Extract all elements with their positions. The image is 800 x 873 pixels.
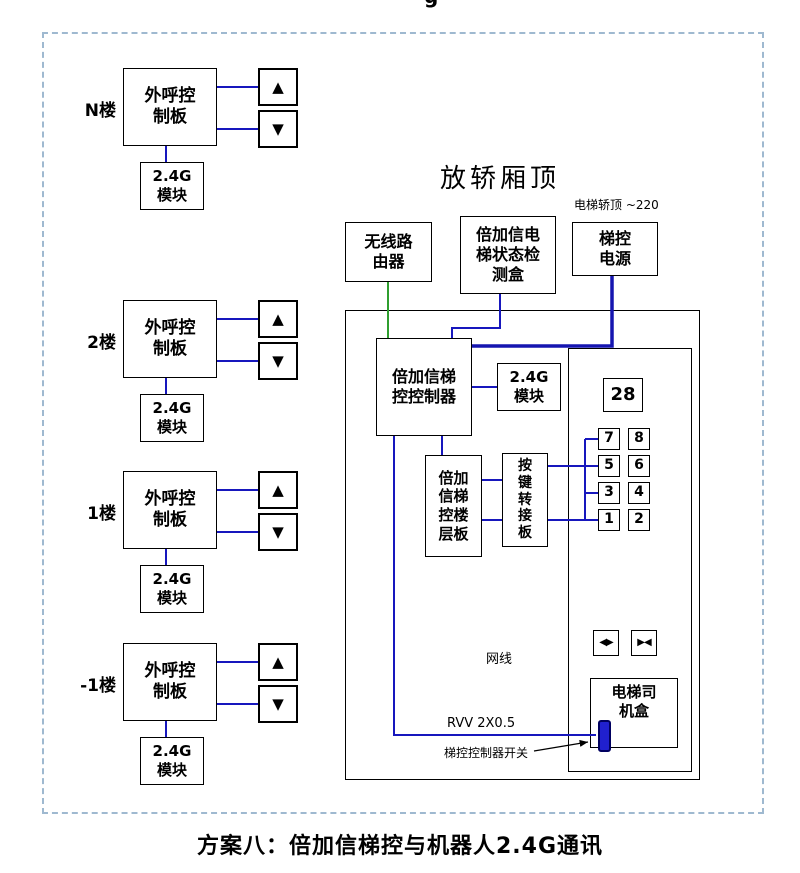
up-arrow-icon: ▲ <box>258 643 298 681</box>
floor-label-minus1: -1楼 <box>80 676 116 696</box>
controller-switch <box>598 720 611 752</box>
module-box: 2.4G 模块 <box>140 162 204 210</box>
down-arrow-icon: ▼ <box>258 513 298 551</box>
cartop-module-box: 2.4G 模块 <box>497 363 561 411</box>
wireless-router-box: 无线路 由器 <box>345 222 432 282</box>
call-board-box: 外呼控 制板 <box>123 643 217 721</box>
key-7: 7 <box>598 428 620 450</box>
key-adapter-box: 按 键 转 接 板 <box>502 453 548 547</box>
down-arrow-icon: ▼ <box>258 110 298 148</box>
floor-label-n: N楼 <box>84 101 116 121</box>
key-4: 4 <box>628 482 650 504</box>
controller-box: 倍加信梯 控控制器 <box>376 338 472 436</box>
diagram-caption: 方案八：倍加信梯控与机器人2.4G通讯 <box>196 834 604 859</box>
key-1: 1 <box>598 509 620 531</box>
key-3: 3 <box>598 482 620 504</box>
clipped-title-fragment: g <box>360 0 500 9</box>
door-close-icon: ▶◀ <box>631 630 657 656</box>
down-arrow-icon: ▼ <box>258 685 298 723</box>
key-5: 5 <box>598 455 620 477</box>
clipped-title-text: g <box>424 0 438 8</box>
cartop-power-note: 电梯轿顶 ~220 <box>574 198 659 212</box>
call-board-box: 外呼控 制板 <box>123 68 217 146</box>
key-6: 6 <box>628 455 650 477</box>
cartop-title: 放轿厢顶 <box>440 164 561 194</box>
module-box: 2.4G 模块 <box>140 565 204 613</box>
up-arrow-icon: ▲ <box>258 300 298 338</box>
call-board-box: 外呼控 制板 <box>123 300 217 378</box>
diagram-dashed-border <box>42 32 764 814</box>
rvv-cable-label: RVV 2X0.5 <box>447 716 516 731</box>
elevator-power-box: 梯控 电源 <box>572 222 658 276</box>
module-box: 2.4G 模块 <box>140 394 204 442</box>
up-arrow-icon: ▲ <box>258 68 298 106</box>
floor-label-1: 1楼 <box>87 504 116 524</box>
switch-label: 梯控控制器开关 <box>444 746 529 760</box>
door-open-icon: ◀▶ <box>593 630 619 656</box>
down-arrow-icon: ▼ <box>258 342 298 380</box>
floor-display: 28 <box>603 378 643 412</box>
up-arrow-icon: ▲ <box>258 471 298 509</box>
network-cable-label: 网线 <box>486 652 513 667</box>
module-box: 2.4G 模块 <box>140 737 204 785</box>
key-2: 2 <box>628 509 650 531</box>
call-board-box: 外呼控 制板 <box>123 471 217 549</box>
key-8: 8 <box>628 428 650 450</box>
floor-board-box: 倍加 信梯 控楼 层板 <box>425 455 482 557</box>
elevator-status-detector-box: 倍加信电 梯状态检 测盒 <box>460 216 556 294</box>
floor-label-2: 2楼 <box>87 333 116 353</box>
